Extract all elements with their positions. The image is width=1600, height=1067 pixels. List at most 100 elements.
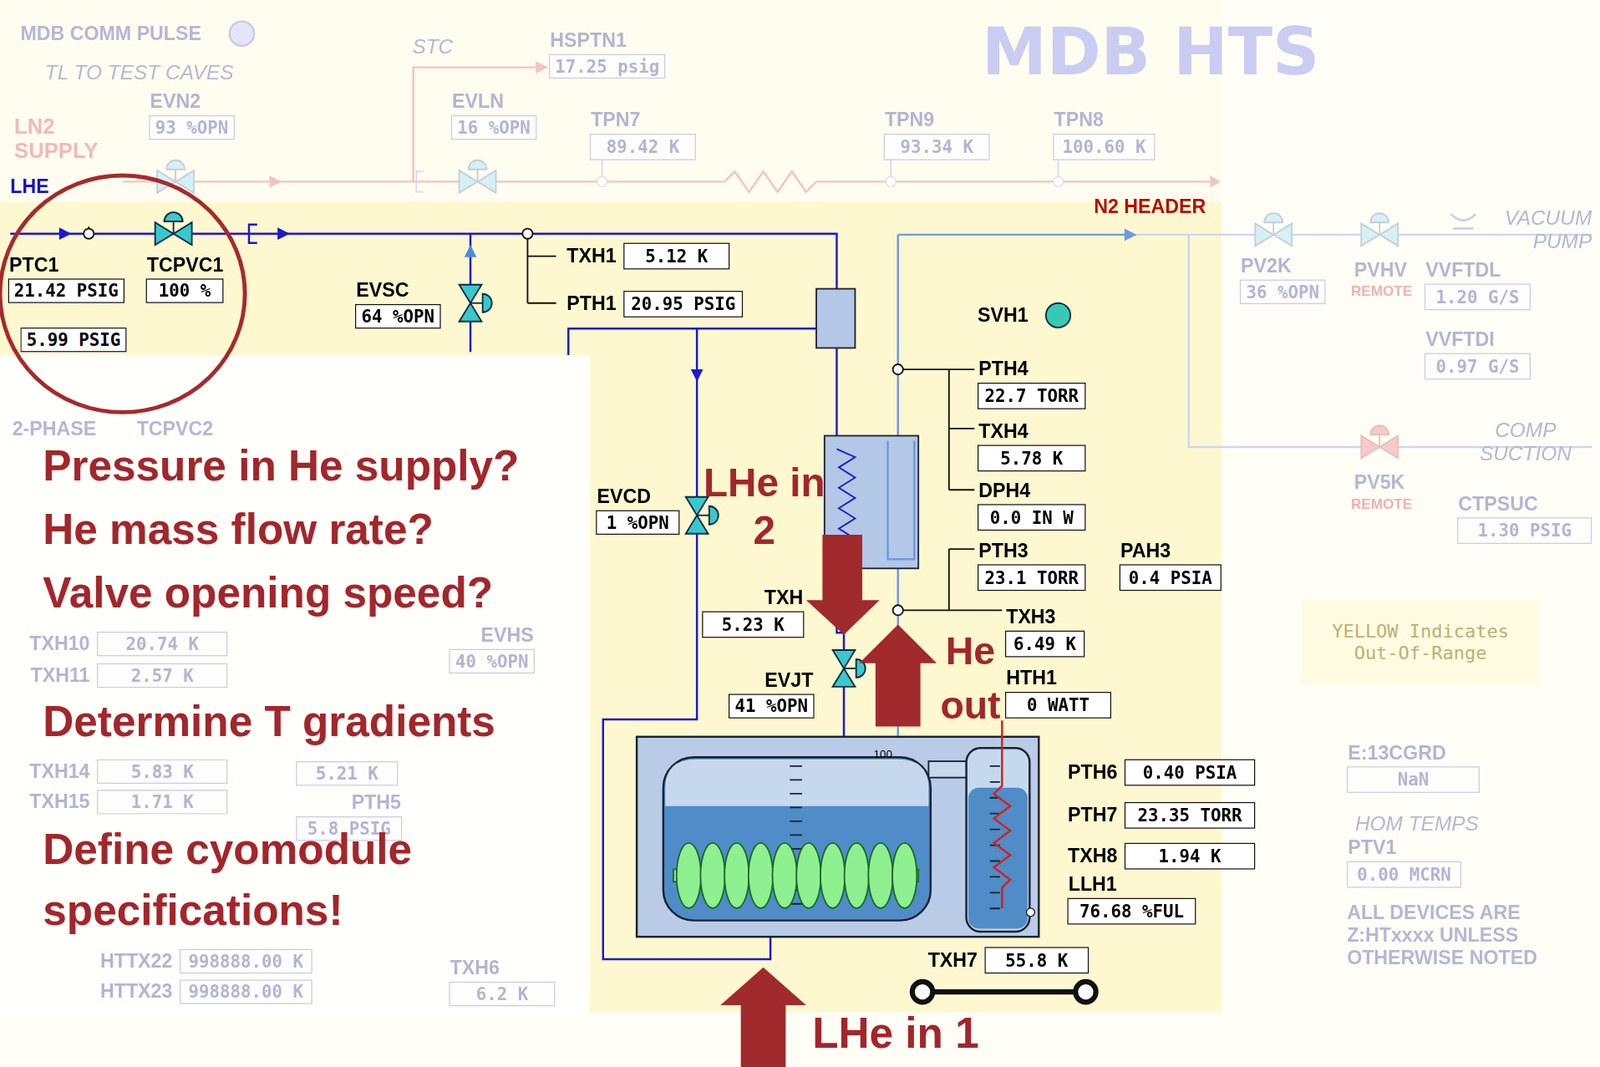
readout-box: HTH10 WATT: [1005, 691, 1112, 719]
annotation-text: He out: [937, 624, 1003, 733]
filter-box: [816, 289, 855, 349]
readout-value: 0.40 PSIA: [1142, 761, 1238, 783]
readout-value: 5.21 K: [315, 763, 379, 784]
readout-value: 100 %: [158, 280, 212, 301]
label: VACUUM PUMP: [1479, 206, 1592, 254]
annotation-text: He mass flow rate?: [42, 499, 434, 560]
readout-value: 5.12 K: [645, 245, 708, 266]
label: HOM TEMPS: [1355, 812, 1479, 836]
tag-name: HTH1: [1005, 667, 1057, 691]
label: SVH1: [977, 304, 1029, 327]
connecting-pipe: [928, 761, 967, 778]
arrow-head: [464, 244, 478, 258]
readout-box: VVFTDL1.20 G/S: [1424, 284, 1531, 311]
readout-value: 21.42 PSIG: [14, 280, 119, 301]
label: TL TO TEST CAVES: [45, 60, 234, 85]
readout-box: TXH66.2 K: [448, 981, 555, 1006]
readout-box: EVHS40 %OPN: [448, 649, 535, 674]
label: PVHV: [1354, 259, 1407, 282]
readout-value: 20.95 PSIG: [630, 294, 736, 315]
label: 2-PHASE: [12, 418, 97, 442]
readout-value: 64 %OPN: [361, 305, 436, 326]
exchanger-channel: [888, 441, 915, 560]
readout-box: PAH30.4 PSIA: [1119, 563, 1222, 591]
cavity-cell: [724, 843, 749, 909]
trolley-wheel: [912, 981, 933, 1002]
readout-box: HTTX22998888.00 K: [179, 949, 313, 974]
label: STC: [411, 35, 453, 59]
readout-box: HTTX23998888.00 K: [179, 979, 313, 1004]
readout-box: TCPVC1100 %: [146, 278, 224, 303]
tag-name: TXH1: [566, 244, 616, 268]
readout-box: 5.21 K: [295, 761, 398, 786]
cavity-cell: [676, 843, 701, 909]
junction: [893, 604, 904, 615]
readout-box: TXH755.8 K: [985, 946, 1090, 974]
readout-value: 998888.00 K: [188, 950, 305, 971]
highlight-circle: [0, 175, 245, 412]
tag-name: PAH3: [1120, 539, 1171, 563]
label: TCPVC2: [137, 418, 214, 442]
readout-value: 23.1 TORR: [984, 567, 1079, 588]
readout-value: 55.8 K: [1005, 949, 1068, 971]
valve-symbol: [459, 160, 497, 194]
readout-box: EVCD1 %OPN: [595, 510, 680, 535]
tag-name: TPN7: [590, 109, 640, 133]
valve-symbol: [1361, 213, 1398, 246]
readout-box: PTC121.42 PSIG: [8, 278, 125, 303]
readout-box: TXH15.12 K: [623, 243, 730, 270]
tag-name: EVN2: [150, 91, 202, 114]
tag-name: TXH3: [1005, 605, 1056, 629]
trolley-wheel: [1075, 981, 1096, 1002]
tag-name: EVJT: [764, 669, 813, 692]
readout-box: TXH81.94 K: [1124, 843, 1255, 870]
readout-box: TXH36.49 K: [1005, 630, 1085, 658]
readout-value: 998888.00 K: [188, 981, 305, 1002]
arrow-head: [59, 227, 72, 240]
annotation-text: Valve opening speed?: [42, 563, 493, 624]
tag-name: TXH6: [450, 957, 500, 981]
readout-value: 0.00 MCRN: [1356, 863, 1452, 884]
tag-name: PV2K: [1240, 254, 1292, 278]
readout-value: 5.99 PSIG: [26, 329, 122, 350]
label: REMOTE: [1351, 496, 1413, 514]
readout-box: TXH45.78 K: [977, 444, 1086, 472]
readout-box: EVSC64 %OPN: [355, 304, 442, 329]
readout-value: 0.0 IN W: [990, 507, 1074, 528]
cavity-cell: [796, 843, 821, 909]
tag-name: LLH1: [1068, 873, 1118, 896]
readout-value: 89.42 K: [606, 137, 681, 158]
readout-box: EVLN16 %OPN: [451, 115, 538, 140]
note-ground: [1301, 599, 1539, 684]
tag-name: EVLN: [452, 91, 504, 114]
readout-value: 76.68 %FUL: [1079, 900, 1184, 921]
readout-box: EVN293 %OPN: [148, 115, 235, 140]
flow-arrow: [806, 534, 880, 635]
tag-name: TXH11: [30, 664, 91, 687]
valve-symbol: [1254, 213, 1292, 246]
label: 100: [873, 747, 892, 761]
label: N2 HEADER: [1093, 195, 1206, 219]
readout-box: TXH5.23 K: [701, 611, 804, 639]
cavity-cell: [868, 843, 893, 909]
readout-value: NaN: [1397, 769, 1430, 790]
tag-name: TXH8: [1067, 844, 1118, 868]
cavity-cell: [772, 843, 798, 909]
tag-name: PTV1: [1347, 836, 1397, 859]
panel-ground: [0, 202, 1222, 1013]
tag-name: DPH4: [978, 479, 1031, 503]
flow-arrow: [858, 624, 937, 727]
readout-value: 22.7 TORR: [984, 386, 1079, 407]
tag-name: TCPVC1: [147, 253, 224, 277]
note-box: YELLOW Indicates Out-Of-Range: [1301, 599, 1539, 684]
separator-liquid: [968, 787, 1028, 930]
readout-box: VVFTDI0.97 G/S: [1424, 353, 1531, 381]
readout-value: 5.83 K: [131, 761, 194, 782]
cavity-cell: [844, 843, 869, 909]
readout-box: TXH151.71 K: [96, 789, 228, 814]
pulse-lamp: [229, 21, 254, 46]
faded-pipe: [1132, 234, 1593, 447]
annotation-text: LHe in 2: [701, 459, 827, 555]
arrow-head: [277, 227, 290, 240]
valve-symbol: [833, 650, 866, 687]
